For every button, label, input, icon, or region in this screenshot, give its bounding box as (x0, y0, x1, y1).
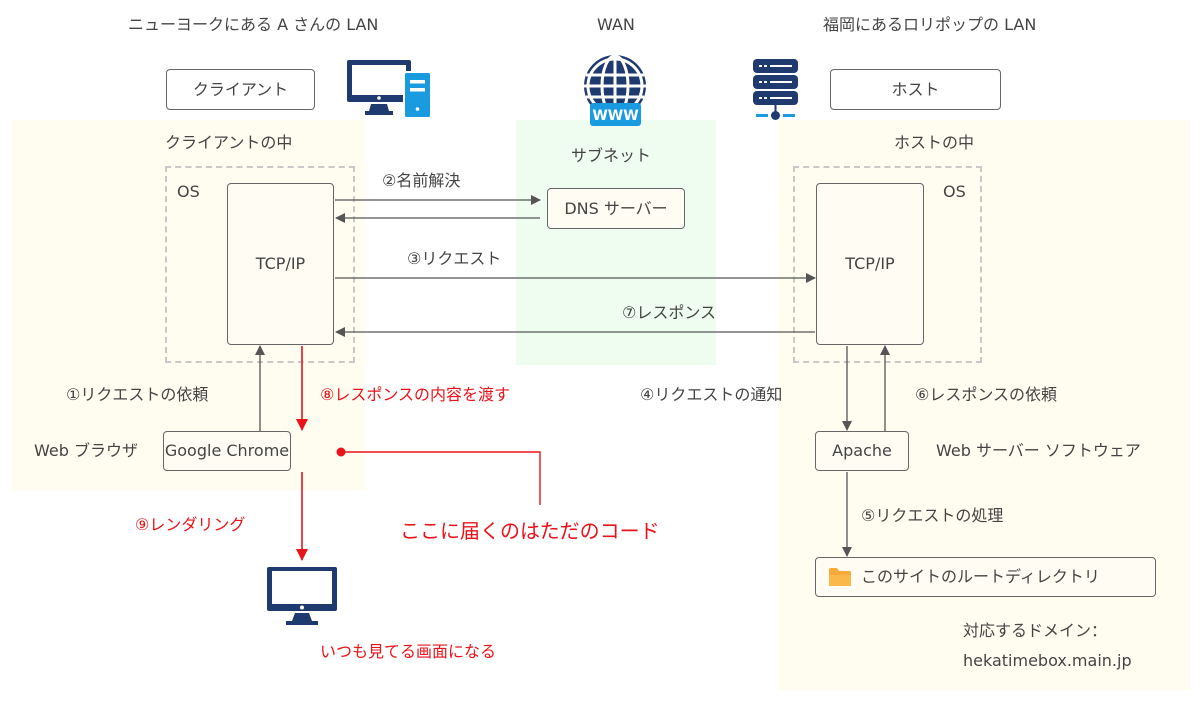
browser-name: Google Chrome (164, 441, 290, 460)
step-7-label: ⑦レスポンス (622, 303, 717, 322)
host-tcpip-box: TCP/IP (816, 183, 924, 345)
domain-caption: 対応するドメイン： (963, 621, 1108, 640)
browser-box: Google Chrome (163, 431, 291, 471)
browser-caption: Web ブラウザ (34, 441, 138, 460)
host-label: ホスト (891, 79, 940, 99)
step-8-label: ⑧レスポンスの内容を渡す (320, 385, 511, 404)
callout-line (341, 451, 541, 505)
wan-title: WAN (597, 15, 635, 34)
server-rack-icon (753, 59, 798, 120)
code-note: ここに届くのはただのコード (400, 519, 660, 543)
web-server-caption: Web サーバー ソフトウェア (936, 441, 1141, 460)
www-badge: WWW (592, 108, 638, 124)
root-directory-label: このサイトのルートディレクトリ (861, 567, 1100, 586)
screen-note: いつも見てる画面になる (320, 642, 497, 661)
host-inside-label: ホストの中 (894, 133, 975, 152)
subnet-panel (516, 120, 716, 365)
client-lan-title: ニューヨークにある A さんの LAN (128, 15, 379, 34)
host-tcpip-label: TCP/IP (845, 254, 895, 273)
client-tcpip-label: TCP/IP (255, 254, 306, 273)
domain-value: hekatimebox.main.jp (963, 651, 1132, 670)
client-os-label: OS (177, 182, 200, 201)
step-9-label: ⑨レンダリング (135, 515, 246, 534)
apache-label: Apache (832, 441, 892, 460)
step-4-label: ④リクエストの通知 (640, 385, 783, 404)
host-label-box: ホスト (830, 69, 1001, 110)
monitor-icon (267, 567, 337, 625)
step-2-label: ②名前解決 (382, 171, 461, 190)
client-label: クライアント (192, 79, 289, 99)
desktop-computer-icon (347, 60, 431, 117)
host-os-area (793, 166, 982, 363)
step-3-label: ③リクエスト (407, 249, 502, 268)
client-tcpip-box: TCP/IP (227, 183, 334, 345)
step-1-label: ①リクエストの依頼 (66, 385, 209, 404)
host-os-label: OS (943, 182, 966, 201)
dns-server-box: DNS サーバー (547, 188, 685, 229)
apache-box: Apache (815, 431, 909, 471)
dns-server-label: DNS サーバー (564, 198, 668, 218)
www-globe-icon: WWW (584, 54, 646, 126)
root-directory-box: このサイトのルートディレクトリ (815, 557, 1156, 597)
client-label-box: クライアント (166, 69, 315, 110)
subnet-label: サブネット (571, 146, 652, 165)
host-lan-title: 福岡にあるロリポップの LAN (823, 15, 1037, 34)
step-6-label: ⑥レスポンスの依頼 (915, 385, 1058, 404)
client-inside-label: クライアントの中 (165, 133, 293, 152)
folder-icon (829, 568, 851, 586)
step-5-label: ⑤リクエストの処理 (861, 506, 1004, 525)
